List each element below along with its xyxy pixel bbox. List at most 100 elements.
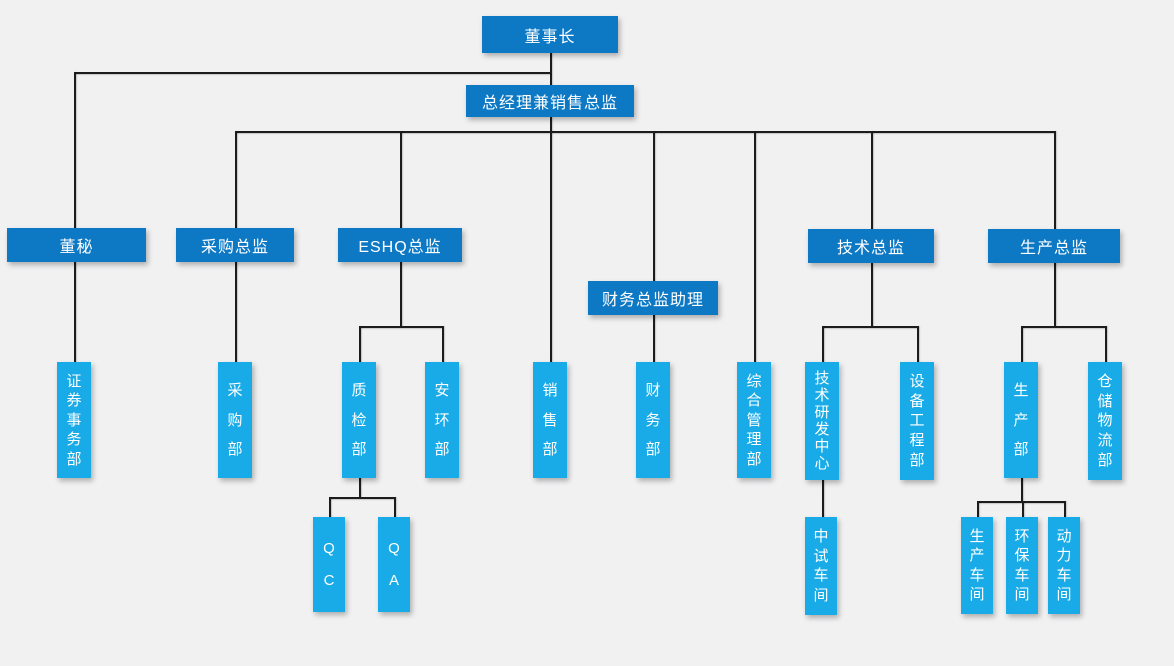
connector-line xyxy=(400,262,402,327)
org-node-warehouse-logistics-dept[interactable]: 仓储物流部 xyxy=(1088,362,1122,480)
connector-line xyxy=(1022,501,1024,518)
connector-line xyxy=(822,326,918,328)
connector-line xyxy=(394,497,396,518)
org-node-char: 部 xyxy=(645,440,661,458)
org-node-char: 采 xyxy=(227,382,243,400)
org-node-eshq-director[interactable]: ESHQ总监 xyxy=(338,228,462,262)
org-node-char: 试 xyxy=(813,547,829,565)
connector-line xyxy=(822,326,824,363)
org-node-power-workshop[interactable]: 动力车间 xyxy=(1048,517,1080,614)
org-node-char: 检 xyxy=(351,411,367,429)
org-node-char: 综 xyxy=(746,372,762,390)
org-node-char: 车 xyxy=(813,567,829,585)
org-node-char: 券 xyxy=(66,392,82,409)
connector-line xyxy=(550,117,552,132)
org-node-technical-director[interactable]: 技术总监 xyxy=(808,229,934,263)
org-node-char: 售 xyxy=(542,411,558,429)
org-node-char: 技 xyxy=(814,370,830,387)
org-node-finance-dept[interactable]: 财务部 xyxy=(636,362,670,478)
org-node-production-workshop[interactable]: 生产车间 xyxy=(961,517,993,614)
org-node-char: 生 xyxy=(969,527,985,545)
connector-line xyxy=(329,497,395,499)
connector-line xyxy=(1054,263,1056,327)
org-node-char: 理 xyxy=(746,431,762,448)
org-node-chairman[interactable]: 董事长 xyxy=(482,16,618,53)
connector-line xyxy=(822,480,824,518)
org-node-char: 销 xyxy=(542,382,558,400)
connector-line xyxy=(871,131,873,230)
org-node-production-dept[interactable]: 生产部 xyxy=(1004,362,1038,478)
connector-line xyxy=(235,131,237,229)
org-node-char: A xyxy=(388,572,399,589)
org-node-char: 环 xyxy=(1014,527,1030,545)
org-node-char: 储 xyxy=(1097,392,1113,410)
org-node-board-secretary[interactable]: 董秘 xyxy=(7,228,146,262)
org-node-char: 车 xyxy=(1014,566,1030,584)
org-node-tech-rd-center[interactable]: 技术研发中心 xyxy=(805,362,839,480)
org-node-char: 间 xyxy=(1014,586,1030,604)
org-node-char: 间 xyxy=(1056,586,1072,604)
org-node-char: 部 xyxy=(1013,440,1029,458)
org-node-char: 备 xyxy=(909,392,925,410)
org-node-char: 部 xyxy=(434,440,450,458)
org-node-char: 间 xyxy=(813,587,829,605)
connector-line xyxy=(1021,478,1023,502)
connector-line xyxy=(1054,131,1056,230)
org-node-finance-director-assistant[interactable]: 财务总监助理 xyxy=(588,281,718,315)
org-node-char: 环 xyxy=(434,411,450,429)
org-node-char: 财 xyxy=(645,382,661,400)
org-node-char: 流 xyxy=(1097,432,1113,450)
org-node-procurement-director[interactable]: 采购总监 xyxy=(176,228,294,262)
connector-line xyxy=(359,326,361,363)
connector-line xyxy=(977,501,979,518)
org-node-char: 工 xyxy=(909,412,925,430)
connector-line xyxy=(977,501,1065,503)
connector-line xyxy=(754,131,756,363)
connector-line xyxy=(1064,501,1066,518)
org-node-char: 部 xyxy=(66,450,82,468)
org-node-pilot-test-workshop[interactable]: 中试车间 xyxy=(805,517,837,615)
org-node-char: 部 xyxy=(746,450,762,468)
connector-line xyxy=(653,315,655,363)
connector-line xyxy=(235,131,1055,133)
org-node-char: 生 xyxy=(1013,382,1029,400)
org-node-char: 部 xyxy=(227,440,243,458)
org-node-char: 力 xyxy=(1056,547,1072,565)
org-node-securities-affairs-dept[interactable]: 证券事务部 xyxy=(57,362,91,478)
org-node-equipment-engineering-dept[interactable]: 设备工程部 xyxy=(900,362,934,480)
org-node-char: 管 xyxy=(746,411,762,429)
connector-line xyxy=(550,53,552,86)
org-node-char: C xyxy=(323,572,335,589)
org-node-char: Q xyxy=(388,540,400,557)
org-node-general-management-dept[interactable]: 综合管理部 xyxy=(737,362,771,478)
org-node-char: 中 xyxy=(813,527,829,545)
org-node-char: 产 xyxy=(969,547,985,565)
org-node-production-director[interactable]: 生产总监 xyxy=(988,229,1120,263)
org-node-char: 车 xyxy=(1056,566,1072,584)
org-node-char: 程 xyxy=(909,432,925,450)
org-node-char: 购 xyxy=(227,411,243,429)
org-node-char: 中 xyxy=(814,438,830,455)
org-node-char: 证 xyxy=(66,372,82,390)
connector-line xyxy=(400,131,402,229)
connector-line xyxy=(74,72,76,229)
org-node-procurement-dept[interactable]: 采购部 xyxy=(218,362,252,478)
org-node-char: 安 xyxy=(434,382,450,400)
org-node-sales-dept[interactable]: 销售部 xyxy=(533,362,567,478)
org-node-general-manager[interactable]: 总经理兼销售总监 xyxy=(466,85,634,117)
org-node-char: Q xyxy=(323,540,335,557)
org-node-quality-inspection-dept[interactable]: 质检部 xyxy=(342,362,376,478)
org-node-environmental-workshop[interactable]: 环保车间 xyxy=(1006,517,1038,614)
org-node-char: 仓 xyxy=(1097,372,1113,390)
org-node-char: 部 xyxy=(1097,452,1113,470)
connector-line xyxy=(653,131,655,282)
org-node-safety-environment-dept[interactable]: 安环部 xyxy=(425,362,459,478)
org-node-char: 术 xyxy=(814,387,830,404)
org-node-char: 事 xyxy=(66,411,82,429)
org-node-char: 间 xyxy=(969,586,985,604)
org-node-char: 部 xyxy=(542,440,558,458)
connector-line xyxy=(442,326,444,363)
